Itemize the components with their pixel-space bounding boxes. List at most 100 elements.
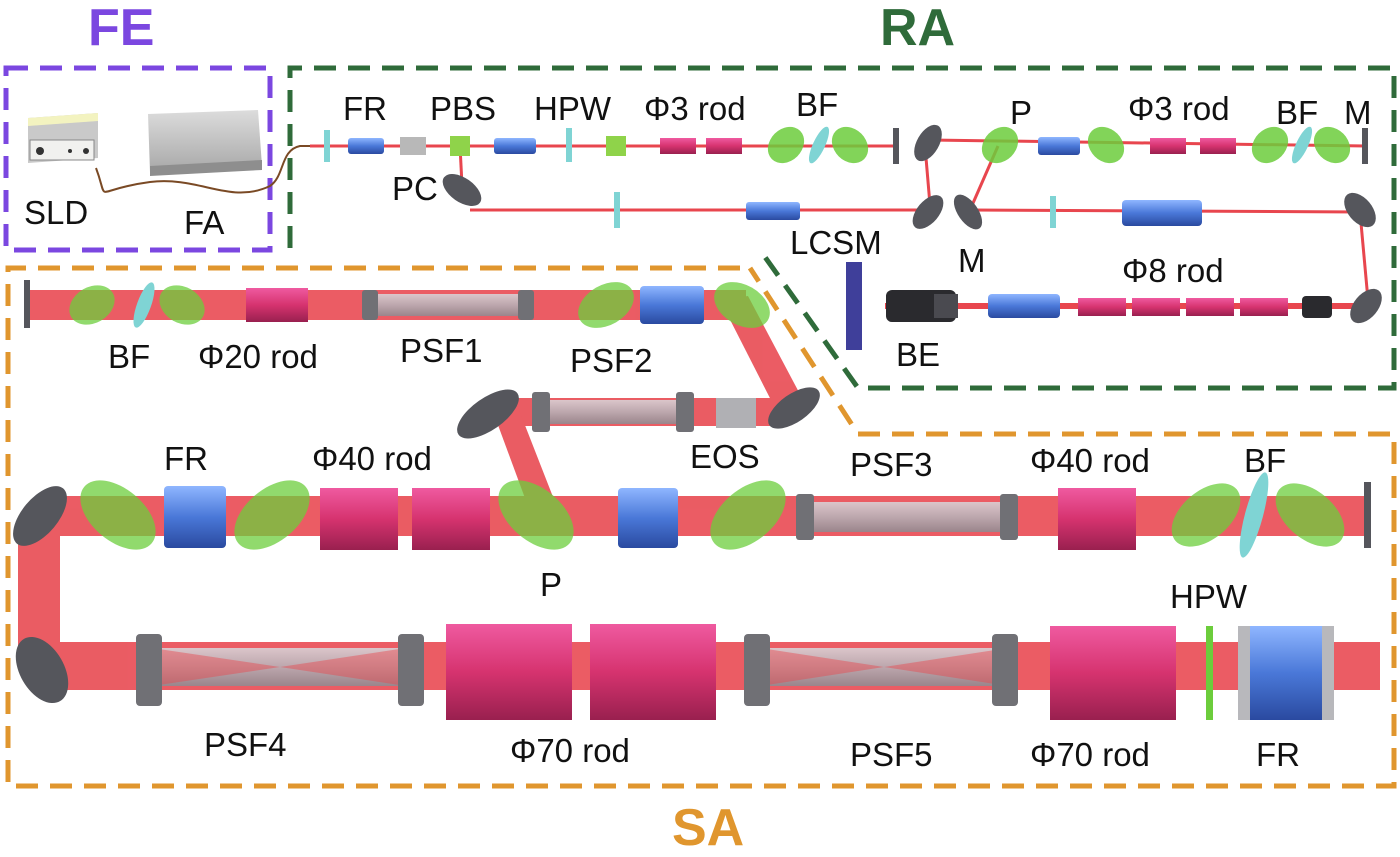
corner-mirror-top — [1344, 192, 1376, 228]
rod40a-2 — [412, 488, 490, 550]
label-be: BE — [896, 336, 941, 373]
fa-device — [148, 110, 262, 176]
psf2-filter-b — [714, 282, 770, 328]
faraday-ra6 — [988, 294, 1060, 318]
label-hpw: HPW — [534, 90, 611, 127]
faraday-sa4-cap — [1238, 626, 1250, 720]
label-bf4: BF — [1244, 442, 1287, 479]
label-pc: PC — [392, 170, 438, 207]
rod3a-1 — [660, 138, 696, 154]
bf3-filter-b — [159, 285, 205, 325]
label-psf1: PSF1 — [400, 332, 483, 369]
bf4-filter-a — [1171, 483, 1241, 547]
waveplate-ra1 — [324, 130, 330, 162]
label-lcsm: LCSM — [790, 224, 882, 261]
rod8-3 — [1186, 298, 1234, 316]
label-psf5: PSF5 — [850, 736, 933, 773]
label-eos: EOS — [690, 438, 760, 475]
faraday-sa1 — [640, 286, 704, 324]
psf2-filter-a — [578, 282, 634, 328]
bf4-filter-b — [1275, 483, 1345, 547]
psf5-tube — [744, 634, 1018, 706]
ra-mirror-bottom — [912, 195, 944, 229]
sa-filter-3 — [710, 480, 786, 550]
rod70a-2 — [590, 624, 716, 720]
pbs-cube — [450, 136, 470, 156]
ra-border — [287, 65, 1397, 391]
pc-box — [400, 137, 426, 155]
fr2-mirror — [13, 486, 67, 546]
waveplate-ra4 — [1050, 196, 1056, 228]
p-filter — [981, 126, 1019, 164]
label-bf2: BF — [1276, 94, 1319, 131]
m-mirror — [953, 194, 983, 230]
lcsm-plate — [846, 262, 862, 350]
rod20 — [246, 288, 308, 322]
rod8-2 — [1132, 298, 1180, 316]
sa-filter-1 — [80, 480, 156, 550]
faraday-ra3 — [746, 202, 800, 220]
label-fr3: FR — [1256, 736, 1300, 773]
psf1-tube — [362, 290, 534, 320]
bf1-filter-a — [767, 126, 805, 164]
rod8-1 — [1078, 298, 1126, 316]
sa-border — [5, 265, 1397, 789]
collimator — [1302, 296, 1332, 318]
eos-mirror-right — [768, 387, 820, 429]
rod3b-1 — [1150, 138, 1186, 154]
rod40a-1 — [320, 488, 398, 550]
psf3-tube — [796, 494, 1018, 540]
label-psf4: PSF4 — [204, 726, 287, 763]
label-hpw2: HPW — [1170, 578, 1247, 615]
section-title-sa: SA — [672, 799, 745, 857]
label-sld: SLD — [24, 194, 89, 231]
waveplate-ra3 — [614, 192, 620, 228]
sa-row1 — [24, 280, 770, 328]
rod70a-1 — [446, 624, 572, 720]
section-title-ra: RA — [880, 0, 956, 57]
bf4-plate — [1239, 472, 1269, 558]
rod40b — [1058, 488, 1136, 550]
corner-mirror-bottom — [1350, 288, 1382, 324]
section-title-fe: FE — [88, 0, 155, 57]
sa-row2 — [13, 472, 1371, 558]
p2-filter — [498, 480, 574, 550]
bf2-filter-a — [1251, 126, 1289, 164]
label-m2: M — [958, 242, 986, 279]
label-rod20: Φ20 rod — [198, 338, 318, 375]
ra-components — [324, 124, 1382, 350]
rod70b — [1050, 626, 1176, 720]
bf3-plate — [133, 282, 155, 328]
hpw2-plate — [1206, 626, 1213, 720]
label-psf2: PSF2 — [570, 342, 653, 379]
label-rod40b: Φ40 rod — [1030, 442, 1150, 479]
label-rod3a: Φ3 rod — [644, 90, 746, 127]
sa-filter-2 — [234, 480, 310, 550]
sa-row3 — [15, 624, 1334, 720]
sa-end-mirror-left — [24, 280, 30, 328]
faraday-sa4 — [1238, 626, 1334, 720]
label-fr2: FR — [164, 440, 208, 477]
label-rod3b: Φ3 rod — [1128, 90, 1230, 127]
bf2-plate — [1291, 126, 1313, 164]
faraday-ra1 — [348, 138, 384, 154]
psf4-tube — [136, 634, 424, 706]
bf2-filter-b — [1313, 126, 1351, 164]
bf3-filter-a — [69, 285, 115, 325]
faraday-ra4 — [1038, 137, 1080, 155]
pc-mirror — [442, 174, 482, 206]
fe-group — [28, 110, 318, 194]
label-fr: FR — [343, 90, 387, 127]
label-pbs: PBS — [430, 90, 497, 127]
label-rod70a: Φ70 rod — [510, 732, 630, 769]
label-rod40a: Φ40 rod — [312, 440, 432, 477]
be-expander-ring — [934, 294, 958, 318]
faraday-sa4-cap-r — [1322, 626, 1334, 720]
bf1-plate — [808, 126, 830, 164]
ra-mirror-top — [914, 124, 942, 162]
waveplate-ra2 — [566, 128, 572, 162]
faraday-ra5 — [1122, 200, 1202, 226]
sa-eos-line — [457, 387, 820, 439]
rod8-4 — [1240, 298, 1288, 316]
